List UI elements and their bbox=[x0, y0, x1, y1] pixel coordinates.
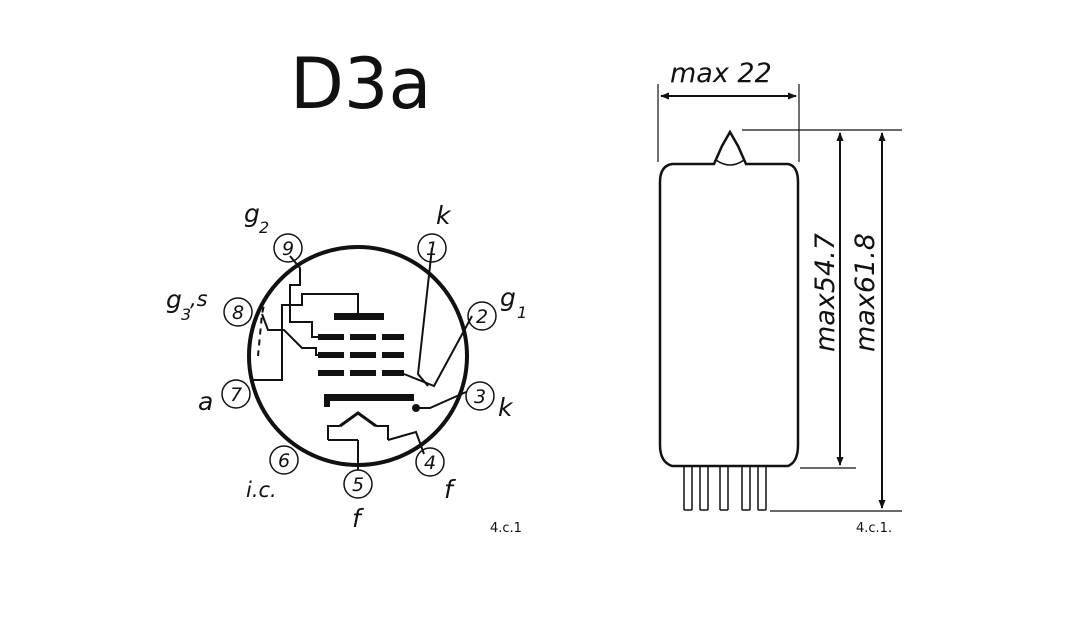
pin-2: 2 g 1 bbox=[467, 283, 527, 331]
body-length-dimension: max54.7 bbox=[810, 233, 841, 352]
pin-label: g bbox=[166, 285, 182, 314]
outline-reference: 4.c.1. bbox=[856, 521, 892, 536]
internal-wiring bbox=[252, 247, 473, 470]
base-diagram: 1 k 2 g 1 3 k 4 f 5 f 6 i.c. bbox=[166, 199, 527, 536]
pin-5: 5 f bbox=[343, 469, 373, 533]
pin-3: 3 k bbox=[465, 381, 514, 422]
outline-drawing: max 22 max54.7 max61.8 4.c.1. bbox=[657, 58, 902, 536]
pin-number: 4 bbox=[424, 452, 436, 474]
pin-number: 6 bbox=[278, 450, 290, 472]
pin-9: 9 g 2 bbox=[244, 199, 303, 263]
pin-number: 8 bbox=[232, 302, 244, 324]
pin-label: k bbox=[498, 393, 514, 422]
pin-7: 7 a bbox=[198, 379, 251, 416]
base-reference: 4.c.1 bbox=[490, 521, 522, 536]
pin-label: a bbox=[198, 387, 213, 416]
page-title: D3a bbox=[290, 43, 431, 125]
pin-label-sub: 2 bbox=[259, 218, 269, 237]
pin-1: 1 k bbox=[417, 201, 452, 263]
pin-number: 1 bbox=[426, 238, 438, 260]
pin-label: g bbox=[244, 199, 260, 228]
pin-label-suffix: ,s bbox=[190, 287, 208, 311]
tube-pins bbox=[683, 466, 767, 511]
total-length-dimension: max61.8 bbox=[850, 233, 881, 352]
pin-number: 3 bbox=[474, 386, 486, 408]
pin-label: i.c. bbox=[246, 478, 277, 502]
pin-number: 5 bbox=[352, 474, 364, 496]
pin-4: 4 f bbox=[415, 447, 456, 504]
pin-label-sub: 3 bbox=[181, 305, 191, 324]
electrode-structure bbox=[318, 313, 414, 440]
tube-body bbox=[658, 129, 800, 468]
pin-number: 7 bbox=[230, 384, 242, 406]
pin-number: 2 bbox=[476, 306, 488, 328]
pin-label: f bbox=[444, 475, 456, 504]
pin-label: f bbox=[352, 504, 364, 533]
pin-label: k bbox=[436, 201, 452, 230]
pin-label-sub: 1 bbox=[517, 303, 527, 322]
width-dimension: max 22 bbox=[670, 58, 772, 89]
pin-6: 6 i.c. bbox=[246, 445, 299, 502]
pin-number: 9 bbox=[282, 238, 294, 260]
pin-8: 8 g 3 ,s bbox=[166, 285, 253, 327]
pin-label: g bbox=[500, 283, 516, 312]
